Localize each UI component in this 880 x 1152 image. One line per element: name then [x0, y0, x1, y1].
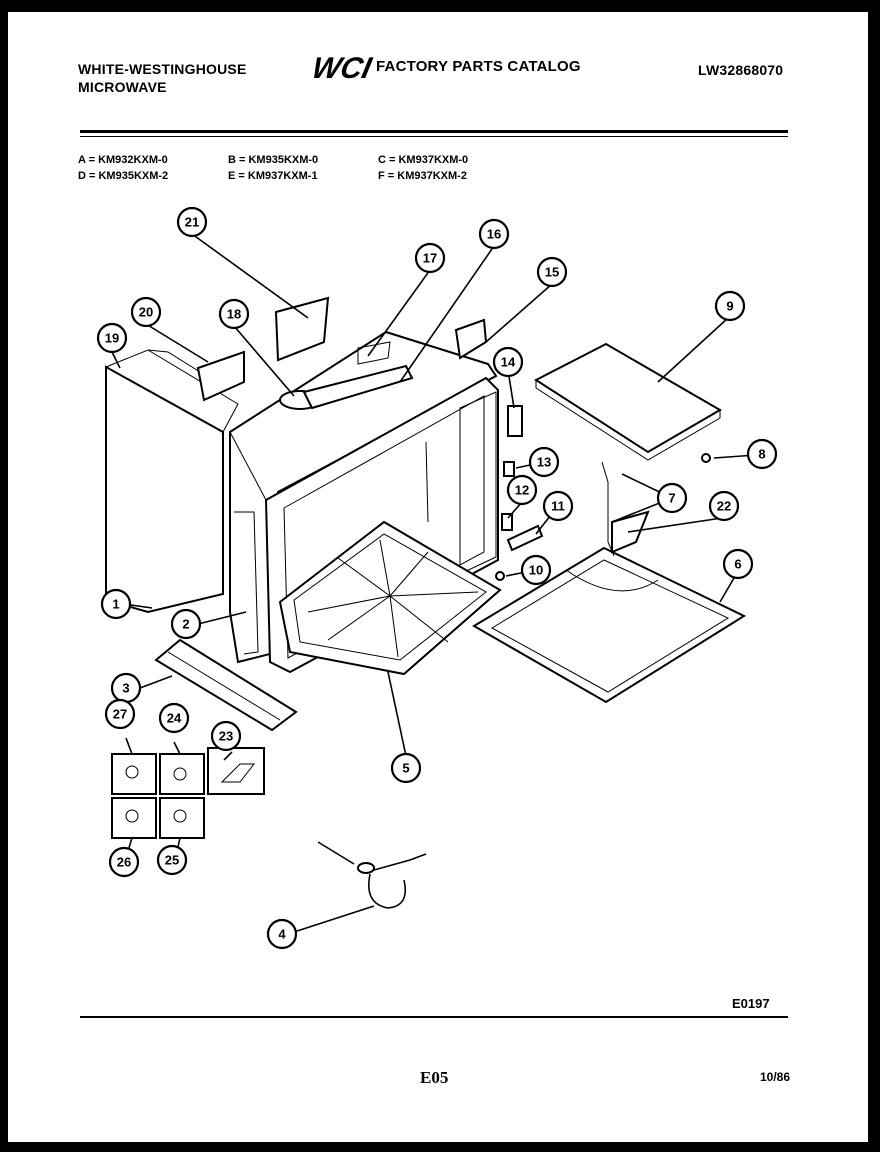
svg-text:20: 20: [139, 305, 153, 320]
callout-26: 26: [108, 846, 140, 878]
svg-text:1: 1: [112, 597, 119, 612]
svg-text:5: 5: [402, 761, 409, 776]
model-row: D = KM935KXM-2 E = KM937KXM-1 F = KM937K…: [78, 170, 528, 186]
callout-25: 25: [156, 844, 188, 876]
svg-text:13: 13: [537, 455, 551, 470]
svg-text:9: 9: [726, 299, 733, 314]
callout-22: 22: [708, 490, 740, 522]
callout-9: 9: [714, 290, 746, 322]
product-category: MICROWAVE: [78, 79, 167, 95]
callout-2: 2: [170, 608, 202, 640]
model-e: E = KM937KXM-1: [228, 170, 318, 182]
callout-7: 7: [656, 482, 688, 514]
date-code: 10/86: [760, 1070, 791, 1084]
callout-5: 5: [390, 752, 422, 784]
callout-13: 13: [528, 446, 560, 478]
callout-20: 20: [130, 296, 162, 328]
callout-27: 27: [104, 698, 136, 730]
svg-text:12: 12: [515, 483, 529, 498]
callout-17: 17: [414, 242, 446, 274]
base-rail: [154, 638, 298, 732]
svg-text:8: 8: [758, 447, 765, 462]
callout-11: 11: [542, 490, 574, 522]
callout-6: 6: [722, 548, 754, 580]
svg-text:19: 19: [105, 331, 119, 346]
svg-text:7: 7: [668, 491, 675, 506]
model-d: D = KM935KXM-2: [78, 170, 169, 182]
thermistor-cord: [317, 841, 427, 909]
turntable-tray: [278, 520, 502, 676]
svg-text:17: 17: [423, 251, 437, 266]
svg-text:15: 15: [545, 265, 559, 280]
header-rule-thin: [80, 136, 788, 137]
callout-14: 14: [492, 346, 524, 378]
svg-text:24: 24: [167, 711, 182, 726]
svg-text:27: 27: [113, 707, 127, 722]
model-legend: A = KM932KXM-0 B = KM935KXM-0 C = KM937K…: [78, 154, 528, 186]
drawing-code: E0197: [732, 996, 770, 1011]
callout-3: 3: [110, 672, 142, 704]
svg-text:2: 2: [182, 617, 189, 632]
model-row: A = KM932KXM-0 B = KM935KXM-0 C = KM937K…: [78, 154, 528, 170]
svg-text:14: 14: [501, 355, 516, 370]
callout-15: 15: [536, 256, 568, 288]
brand-block: WHITE-WESTINGHOUSE MICROWAVE: [78, 60, 246, 96]
leader-lines: [111, 233, 771, 933]
footer-rule: [80, 1016, 788, 1018]
callout-4: 4: [266, 918, 298, 950]
callout-19: 19: [96, 322, 128, 354]
svg-text:22: 22: [717, 499, 731, 514]
callout-8: 8: [746, 438, 778, 470]
svg-text:16: 16: [487, 227, 501, 242]
svg-text:18: 18: [227, 307, 241, 322]
document-code: LW32868070: [698, 62, 784, 78]
svg-text:10: 10: [529, 563, 543, 578]
svg-text:6: 6: [734, 557, 741, 572]
svg-text:4: 4: [278, 927, 286, 942]
callout-12: 12: [506, 474, 538, 506]
model-c: C = KM937KXM-0: [378, 154, 469, 166]
callout-10: 10: [520, 554, 552, 586]
logo-text: WCI: [314, 52, 375, 82]
callout-21: 21: [176, 206, 208, 238]
page-code: E05: [420, 1068, 449, 1087]
control-panel: [534, 342, 722, 461]
callout-18: 18: [218, 298, 250, 330]
callout-16: 16: [478, 218, 510, 250]
svg-text:3: 3: [122, 681, 129, 696]
model-a: A = KM932KXM-0: [78, 154, 168, 166]
svg-text:21: 21: [185, 215, 199, 230]
exploded-parts-diagram: 1 2 3 4 5 6 7 8 9 10 11 12 13 14 15 16 1…: [96, 206, 778, 950]
parts-catalog-page: WHITE-WESTINGHOUSE MICROWAVE WCI FACTORY…: [8, 12, 868, 1142]
svg-text:26: 26: [117, 855, 131, 870]
top-components: [196, 296, 488, 410]
callout-1: 1: [100, 588, 132, 620]
callout-24: 24: [158, 702, 190, 734]
model-b: B = KM935KXM-0: [228, 154, 319, 166]
wci-logo: WCI: [309, 52, 376, 87]
catalog-title: FACTORY PARTS CATALOG: [376, 58, 581, 75]
model-f: F = KM937KXM-2: [378, 170, 467, 182]
svg-text:23: 23: [219, 729, 233, 744]
callout-23: 23: [210, 720, 242, 752]
brand-name: WHITE-WESTINGHOUSE: [78, 61, 247, 77]
svg-text:25: 25: [165, 853, 179, 868]
svg-text:11: 11: [551, 499, 565, 514]
base-plate: [472, 546, 747, 704]
hardware-bags: [111, 747, 265, 839]
header-rule: [80, 130, 788, 133]
